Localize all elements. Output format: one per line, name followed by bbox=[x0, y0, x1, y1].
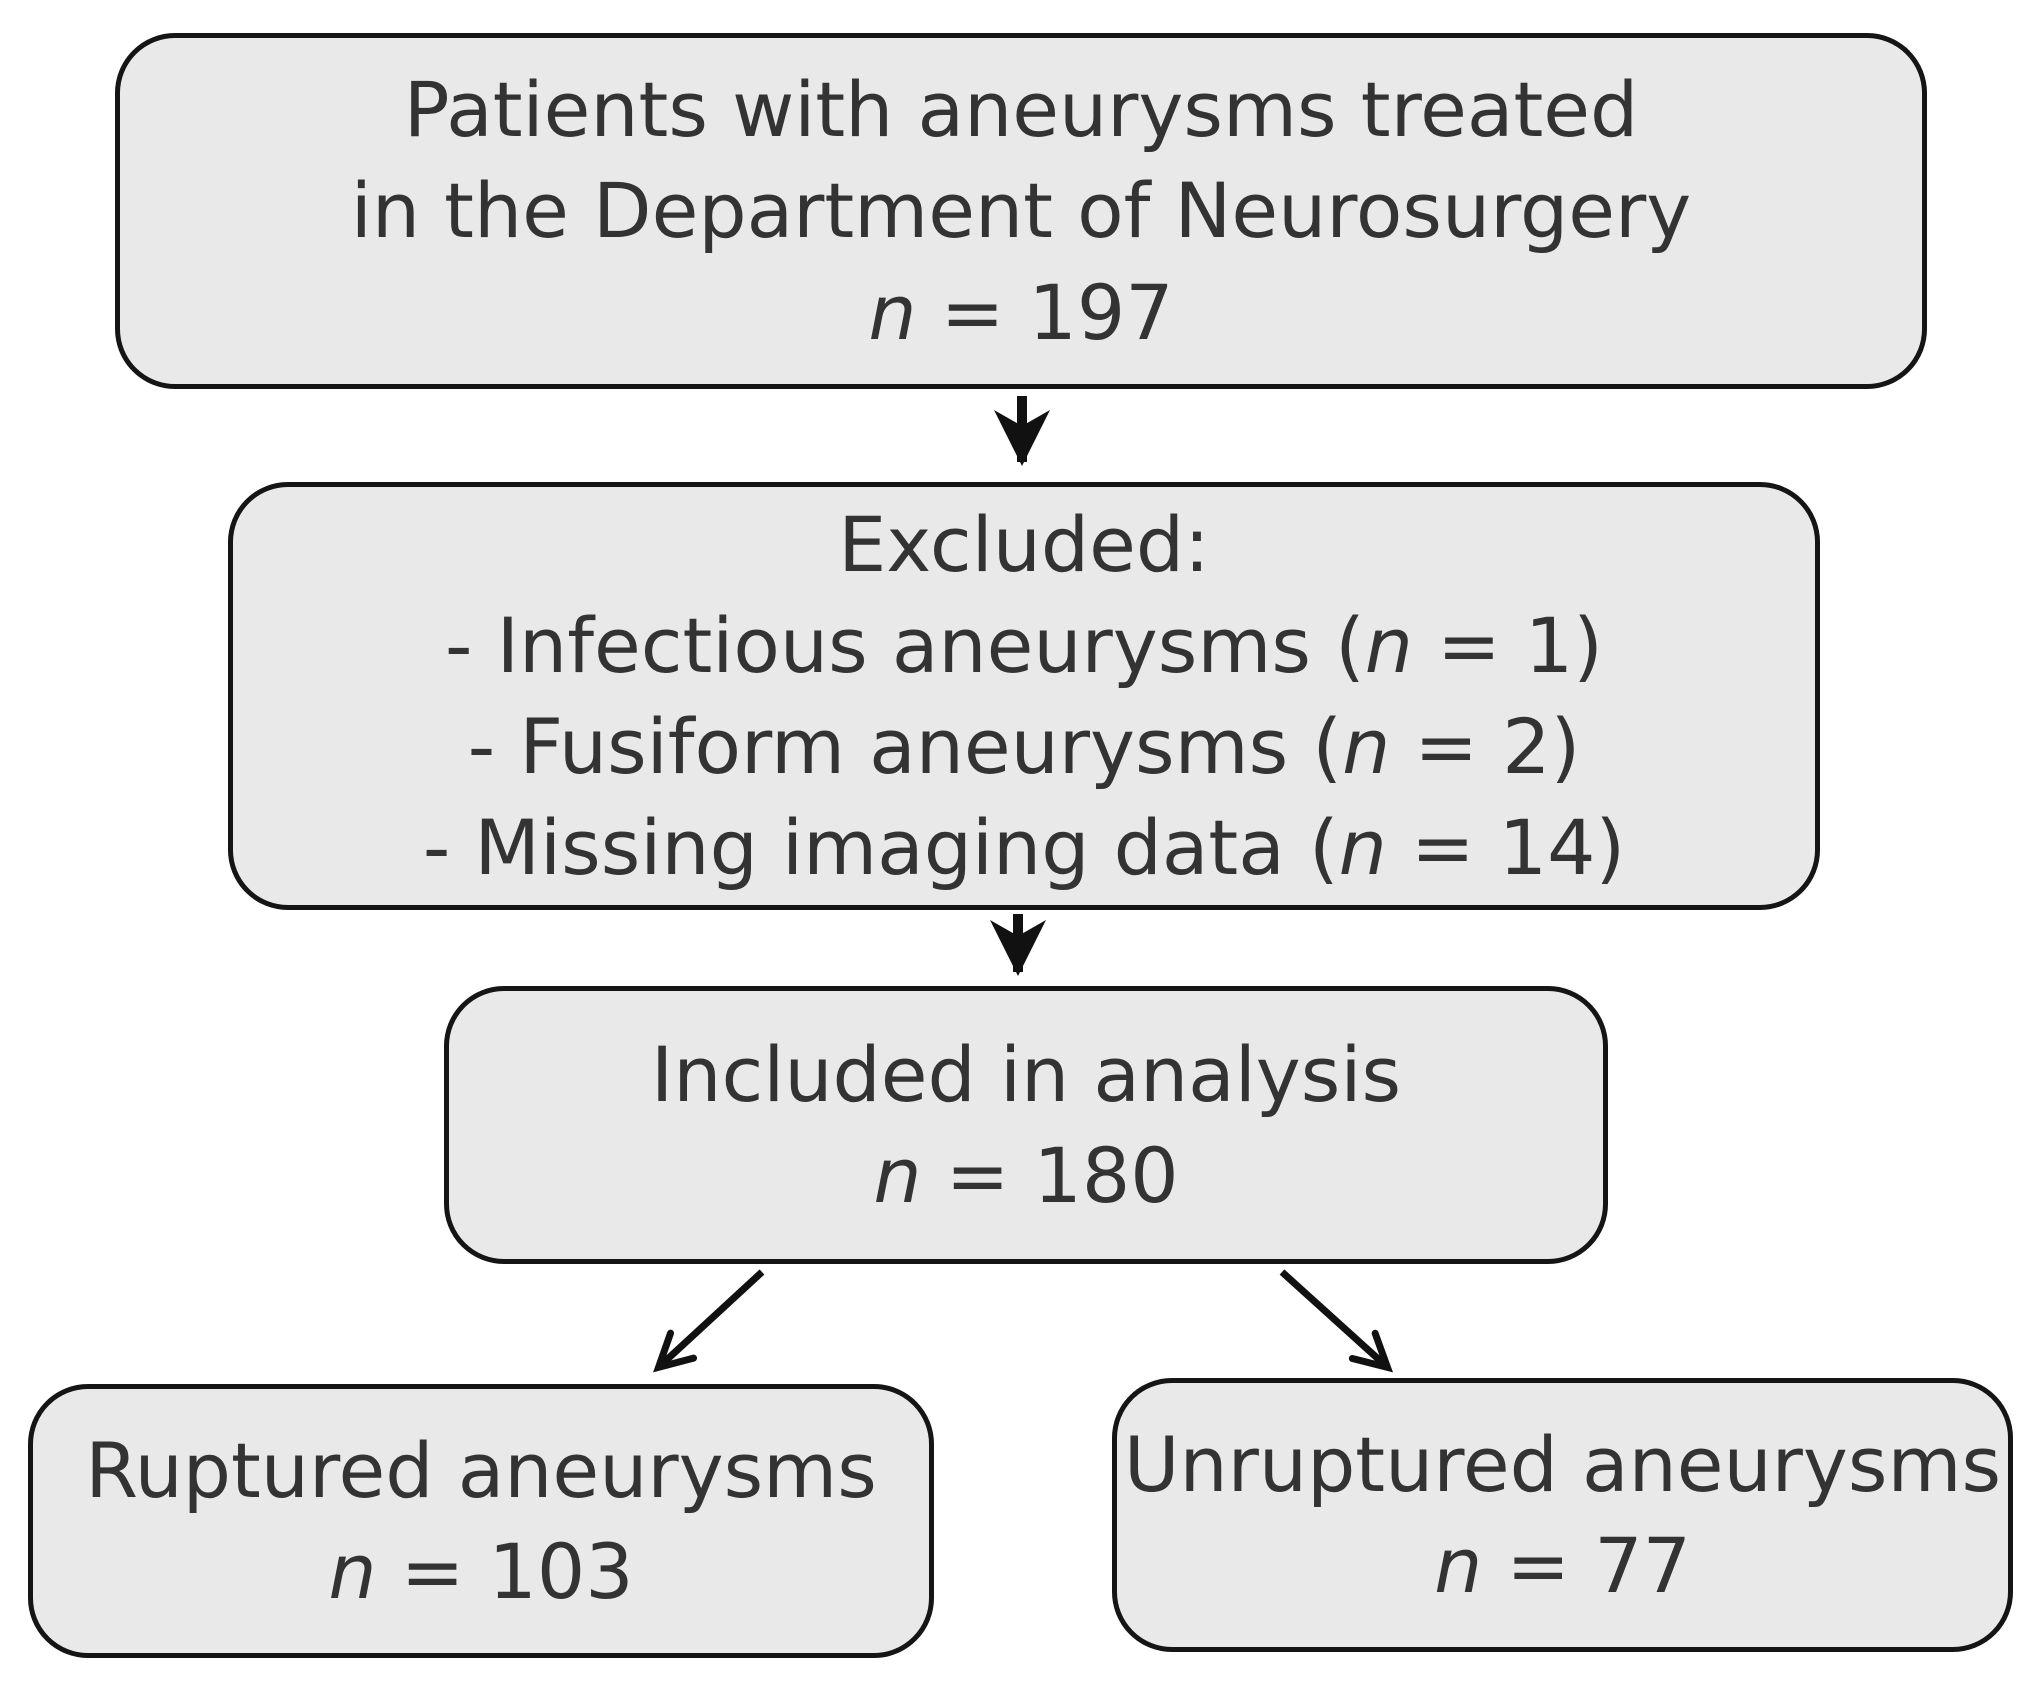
n-value: = 2) bbox=[1390, 702, 1581, 791]
flow-box-included: Included in analysis n = 180 bbox=[444, 986, 1608, 1264]
arrow-included-to-unruptured-icon bbox=[1279, 1269, 1394, 1373]
n-symbol: n bbox=[1364, 600, 1413, 690]
excluded-item-text: - Infectious aneurysms ( bbox=[445, 600, 1365, 690]
patients-line-1: Patients with aneurysms treated bbox=[403, 65, 1639, 155]
n-value: = 197 bbox=[916, 267, 1174, 357]
n-symbol: n bbox=[1342, 702, 1391, 791]
n-symbol: n bbox=[873, 1131, 922, 1220]
n-value: = 77 bbox=[1482, 1521, 1691, 1610]
n-value: = 103 bbox=[376, 1527, 634, 1616]
flow-box-ruptured: Ruptured aneurysms n = 103 bbox=[28, 1384, 934, 1658]
excluded-item: - Infectious aneurysms (n = 1) bbox=[445, 595, 1603, 696]
n-value: = 180 bbox=[921, 1131, 1179, 1220]
excluded-item-text: - Fusiform aneurysms ( bbox=[467, 702, 1343, 791]
flow-box-unruptured: Unruptured aneurysms n = 77 bbox=[1112, 1378, 2013, 1652]
n-value: = 14) bbox=[1386, 803, 1626, 893]
patients-count: n = 197 bbox=[868, 262, 1173, 363]
included-count: n = 180 bbox=[873, 1125, 1178, 1226]
excluded-item-text: - Missing imaging data ( bbox=[422, 803, 1339, 893]
flow-box-excluded: Excluded: - Infectious aneurysms (n = 1)… bbox=[228, 482, 1820, 910]
n-value: = 1) bbox=[1412, 600, 1603, 690]
unruptured-count: n = 77 bbox=[1434, 1515, 1691, 1616]
included-line-1: Included in analysis bbox=[650, 1029, 1402, 1119]
arrow-included-to-ruptured-icon bbox=[653, 1269, 765, 1373]
n-symbol: n bbox=[868, 267, 917, 357]
flow-box-patients: Patients with aneurysms treated in the D… bbox=[115, 33, 1927, 389]
unruptured-line-1: Unruptured aneurysms bbox=[1123, 1419, 2002, 1509]
patients-line-2: in the Department of Neurosurgery bbox=[350, 166, 1692, 256]
ruptured-count: n = 103 bbox=[328, 1521, 633, 1622]
excluded-item: - Fusiform aneurysms (n = 2) bbox=[468, 696, 1580, 797]
n-symbol: n bbox=[1434, 1521, 1483, 1610]
n-symbol: n bbox=[1338, 803, 1387, 893]
excluded-title: Excluded: bbox=[838, 499, 1210, 589]
ruptured-line-1: Ruptured aneurysms bbox=[85, 1425, 877, 1515]
n-symbol: n bbox=[328, 1527, 377, 1616]
excluded-item: - Missing imaging data (n = 14) bbox=[423, 797, 1625, 898]
